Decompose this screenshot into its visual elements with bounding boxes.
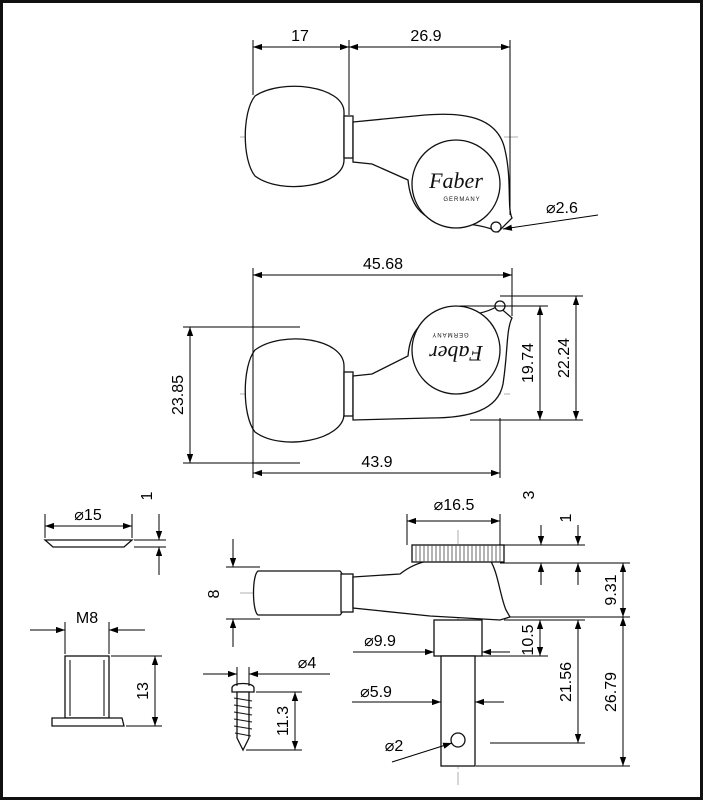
side-string-hole <box>450 732 466 748</box>
dim-body-height-b: 22.24 <box>556 338 573 378</box>
top-view: Faber GERMANY 17 26.9 ⌀2.6 <box>240 28 599 233</box>
side-knob <box>252 570 346 616</box>
dim-gap: 1 <box>558 513 575 522</box>
washer-view: ⌀15 1 <box>43 491 166 575</box>
top-collar <box>343 115 354 159</box>
dim-screw-length: 11.3 <box>275 706 292 736</box>
middle-logo-text: Faber <box>429 341 484 366</box>
screw-view: ⌀4 11.3 <box>203 655 330 752</box>
dim-bushing-thread: M8 <box>76 610 98 627</box>
middle-collar <box>343 371 354 417</box>
top-screw-hole <box>490 221 502 233</box>
dim-screw-diameter: ⌀4 <box>298 655 317 672</box>
dim-washer-thickness: 1 <box>139 491 156 500</box>
top-logo-disc <box>411 139 501 229</box>
side-collar <box>340 573 354 613</box>
dim-screw-hole: ⌀2.6 <box>546 200 578 217</box>
dim-post-total-b: 26.79 <box>603 672 620 712</box>
dim-string-hole: ⌀2 <box>385 738 404 755</box>
dim-top-knob-length: 17 <box>291 28 309 45</box>
side-knurled-nut <box>411 544 505 563</box>
dim-post-height: 10.5 <box>520 624 537 655</box>
side-string-post <box>440 655 476 767</box>
dim-length-to-post: 43.9 <box>361 454 392 471</box>
side-view: ⌀16.5 8 3 1 9.31 10.5 21.56 26.79 ⌀9.9 ⌀… <box>206 490 630 785</box>
washer <box>43 539 134 548</box>
dim-top-body-length: 26.9 <box>410 28 441 45</box>
middle-view: Faber GERMANY 45.68 43.9 23.85 19.74 22.… <box>170 256 583 478</box>
side-body <box>352 559 511 621</box>
dim-body-height-a: 19.74 <box>520 343 537 383</box>
dim-shaft-height: 8 <box>206 589 223 598</box>
screw-head <box>231 682 255 693</box>
middle-knob <box>244 338 345 443</box>
top-logo-sub: GERMANY <box>443 197 480 203</box>
dim-washer-diameter: ⌀15 <box>74 507 102 524</box>
bushing-view: M8 13 <box>30 610 162 727</box>
dim-knob-height: 23.85 <box>170 375 187 415</box>
dim-overall-length: 45.68 <box>363 256 403 273</box>
dim-body-depth: 9.31 <box>603 574 620 605</box>
dim-bushing-height: 13 <box>135 682 152 700</box>
side-post-base <box>433 619 483 657</box>
dim-post-total-a: 21.56 <box>558 662 575 702</box>
top-knob <box>244 85 345 188</box>
dim-knurl-height: 3 <box>521 490 538 499</box>
dim-knurl-diameter: ⌀16.5 <box>434 497 475 514</box>
dim-post-diameter: ⌀9.9 <box>364 633 396 650</box>
middle-logo-sub: GERMANY <box>431 331 468 337</box>
top-logo-text: Faber <box>428 168 483 193</box>
bushing-flange <box>51 717 125 727</box>
dim-string-post-diameter: ⌀5.9 <box>360 684 392 701</box>
bushing <box>64 655 110 719</box>
middle-logo-disc <box>411 305 501 395</box>
